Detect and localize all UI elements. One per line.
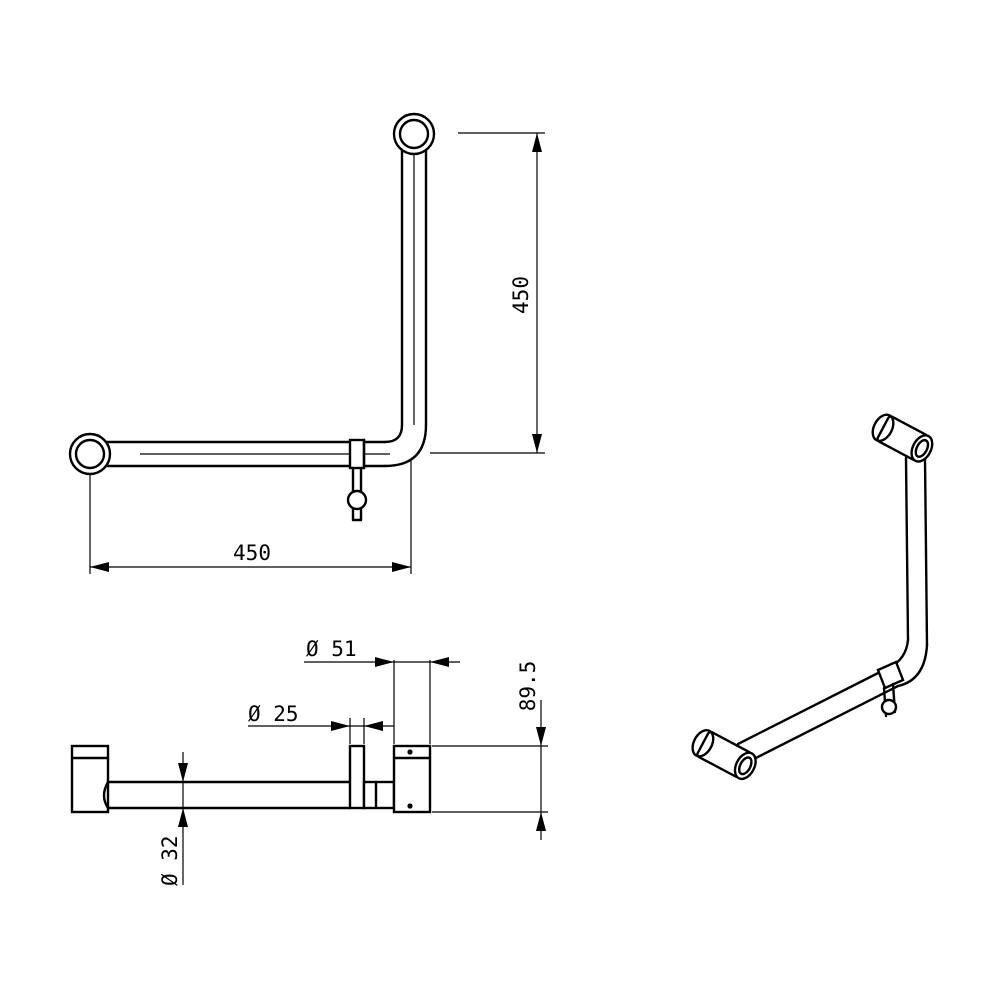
arrow-top xyxy=(178,763,188,782)
left-flange-inner xyxy=(74,438,106,470)
flange-diameter-dimension: Ø 51 xyxy=(304,637,460,744)
left-flange-block xyxy=(70,744,110,814)
arrow-right xyxy=(392,562,411,572)
iso-post-screw xyxy=(880,698,898,716)
post-diameter-label: Ø 25 xyxy=(248,702,299,726)
flange-diameter-label: Ø 51 xyxy=(306,637,357,661)
iso-lower-tube-bottom xyxy=(746,684,900,764)
top-view xyxy=(68,112,436,522)
vertical-length-label: 450 xyxy=(509,276,533,314)
iso-upper-tube-right xyxy=(923,456,929,647)
isometric-view xyxy=(691,413,934,781)
front-post-block xyxy=(348,744,366,810)
arrow-right xyxy=(364,721,383,731)
horizontal-dimension: 450 xyxy=(89,460,412,574)
tube-diameter-dimension: Ø 32 xyxy=(158,752,188,886)
horizontal-length-label: 450 xyxy=(233,541,271,565)
arrow-right xyxy=(430,657,449,667)
arrow-bottom xyxy=(178,808,188,827)
iso-upper-tube-left xyxy=(904,456,910,642)
iso-bottom-flange-back xyxy=(691,728,715,758)
iso-top-flange-back xyxy=(871,413,895,443)
front-connector xyxy=(362,780,396,810)
post-screw xyxy=(346,489,368,511)
vertical-dimension: 450 xyxy=(430,132,545,454)
arrow-left xyxy=(331,721,350,731)
iso-top-flange-face-inner xyxy=(914,438,930,458)
arrow-bottom xyxy=(536,812,546,831)
iso-bend-outer xyxy=(896,643,929,688)
iso-top-flange xyxy=(871,413,934,463)
arrow-top xyxy=(536,727,546,746)
right-flange-block xyxy=(392,744,432,814)
bend-outer-edge xyxy=(383,423,428,468)
arrow-left xyxy=(375,657,394,667)
arrow-left xyxy=(90,562,109,572)
iso-bottom-flange xyxy=(691,728,757,781)
projection-label: 89.5 xyxy=(516,661,540,712)
arrow-top xyxy=(532,133,542,152)
iso-bottom-flange-face-inner xyxy=(737,756,753,776)
post-diameter-dimension: Ø 25 xyxy=(248,702,394,744)
iso-lower-tube-top xyxy=(736,666,890,746)
bend-inner-edge xyxy=(383,423,404,444)
right-flange-screw-bottom xyxy=(407,803,413,809)
right-flange-screw-top xyxy=(407,749,413,755)
top-flange-inner xyxy=(398,118,430,150)
iso-collar xyxy=(876,660,905,690)
front-view xyxy=(70,744,432,814)
projection-dimension: 89.5 xyxy=(432,661,548,840)
collar xyxy=(348,438,366,470)
tube-diameter-label: Ø 32 xyxy=(158,835,182,886)
arrow-bottom xyxy=(532,434,542,453)
left-flange-weld xyxy=(102,780,110,810)
